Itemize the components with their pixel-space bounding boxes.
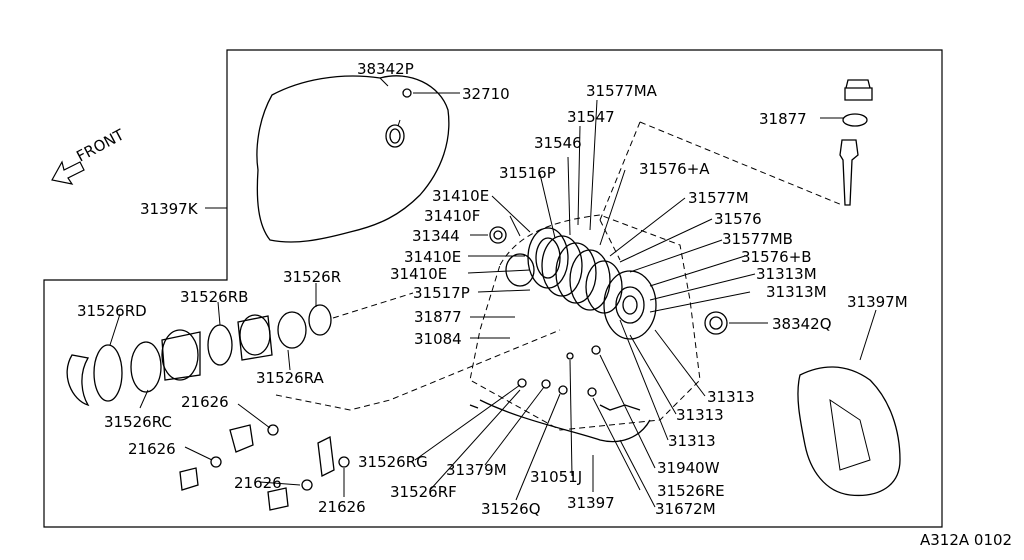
seal-38342q-inner (709, 316, 723, 330)
valve-stem (839, 139, 859, 206)
part-label: 31051J (530, 468, 582, 486)
part-label: 31526R (283, 268, 341, 286)
part-label: 21626 (181, 393, 229, 411)
part-label: 31313M (756, 265, 817, 283)
o-ring-31877 (842, 113, 868, 127)
frame-outline (43, 49, 943, 528)
part-label: 31526RA (256, 369, 325, 387)
part-label: 31313 (676, 406, 724, 424)
case-outline (469, 214, 701, 431)
front-label: FRONT (73, 125, 127, 165)
part-label: 31526RD (77, 302, 147, 320)
part-label: 31397M (847, 293, 908, 311)
check-ball-6 (587, 387, 597, 397)
part-label: 31410E (390, 265, 447, 283)
part-label: 31526RG (358, 453, 428, 471)
part-label: 31526RF (390, 483, 457, 501)
breather-cap (844, 79, 873, 101)
part-label: 31546 (534, 134, 582, 152)
part-label: 31526Q (481, 500, 541, 518)
part-label: 31577MA (586, 82, 658, 100)
side-cover-rib (829, 398, 871, 471)
part-label: 31410E (404, 248, 461, 266)
part-label: 31526RB (180, 288, 248, 306)
part-label: 31576+A (639, 160, 710, 178)
part-label: 31410E (432, 187, 489, 205)
part-label: 31576+B (741, 248, 812, 266)
filter-bracket (469, 404, 641, 411)
clutch-pack (505, 227, 657, 340)
check-ball-2 (541, 379, 551, 389)
leader-lines (109, 77, 877, 508)
plug-32710 (402, 88, 412, 98)
diagram-id: A312A 0102 (920, 531, 1012, 549)
part-label: 31313 (707, 388, 755, 406)
part-label: 31577MB (722, 230, 793, 248)
part-label: 21626 (234, 474, 282, 492)
part-label: 31344 (412, 227, 460, 245)
part-label: 31577M (688, 189, 749, 207)
front-arrow-icon (51, 160, 85, 185)
part-label: 38342P (357, 60, 414, 78)
part-label: 31526RC (104, 413, 172, 431)
pan-gasket (256, 75, 450, 243)
part-label: 31397K (140, 200, 199, 218)
check-ball-5 (566, 352, 574, 360)
check-ball-4 (591, 345, 601, 355)
part-label: 31410F (424, 207, 480, 225)
part-label: 31672M (655, 500, 716, 518)
part-label: 31547 (567, 108, 615, 126)
part-label: 31313 (668, 432, 716, 450)
ball-31344-inner (493, 230, 503, 240)
seal-38342q (704, 311, 728, 335)
part-label: 31516P (499, 164, 556, 182)
check-ball-3 (558, 385, 568, 395)
seal-rings-left (66, 304, 332, 407)
part-label: 32710 (462, 85, 510, 103)
link-dash-31526r (332, 292, 414, 319)
pan-seal-ring (385, 124, 405, 148)
pipe-fittings (179, 424, 350, 511)
side-cover (797, 366, 901, 497)
part-label: 31397 (567, 494, 615, 512)
part-label: 31576 (714, 210, 762, 228)
part-label: 31379M (446, 461, 507, 479)
part-label: 21626 (128, 440, 176, 458)
part-label: 31877 (759, 110, 807, 128)
part-label: 31084 (414, 330, 462, 348)
part-label: 21626 (318, 498, 366, 516)
valve-body-outline (479, 399, 651, 443)
part-label: 31877 (414, 308, 462, 326)
part-label: 31526RE (657, 482, 725, 500)
ball-31344 (489, 226, 507, 244)
part-label: 31313M (766, 283, 827, 301)
part-label: 38342Q (772, 315, 832, 333)
part-label: 31517P (413, 284, 470, 302)
check-ball-1 (517, 378, 527, 388)
valve-dash (599, 121, 843, 261)
part-label: 31940W (657, 459, 720, 477)
pan-seal-ring-inner (389, 128, 401, 144)
